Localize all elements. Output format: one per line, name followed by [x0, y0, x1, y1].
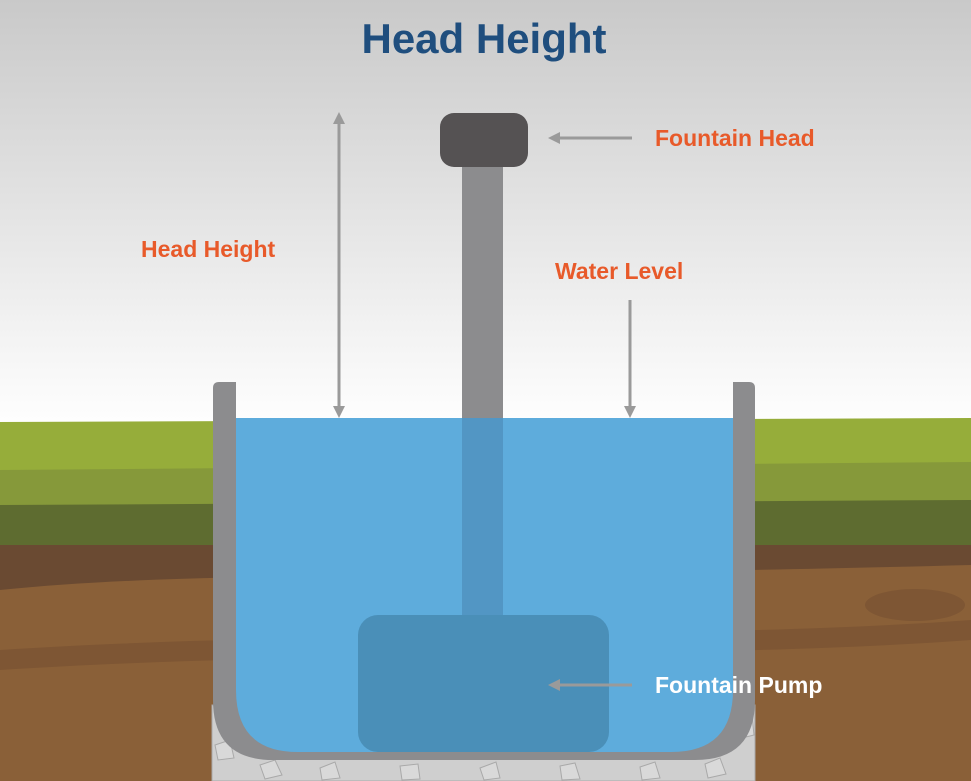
label-fountain-head: Fountain Head — [655, 125, 815, 151]
label-head-height: Head Height — [141, 236, 276, 262]
diagram-title: Head Height — [361, 15, 606, 62]
label-water-level: Water Level — [555, 258, 683, 284]
fountain-stem — [462, 160, 503, 420]
fountain-pump — [358, 615, 609, 752]
fountain-head — [440, 113, 528, 167]
label-fountain-pump: Fountain Pump — [655, 672, 822, 698]
fountain-stem-submerged — [462, 418, 503, 618]
